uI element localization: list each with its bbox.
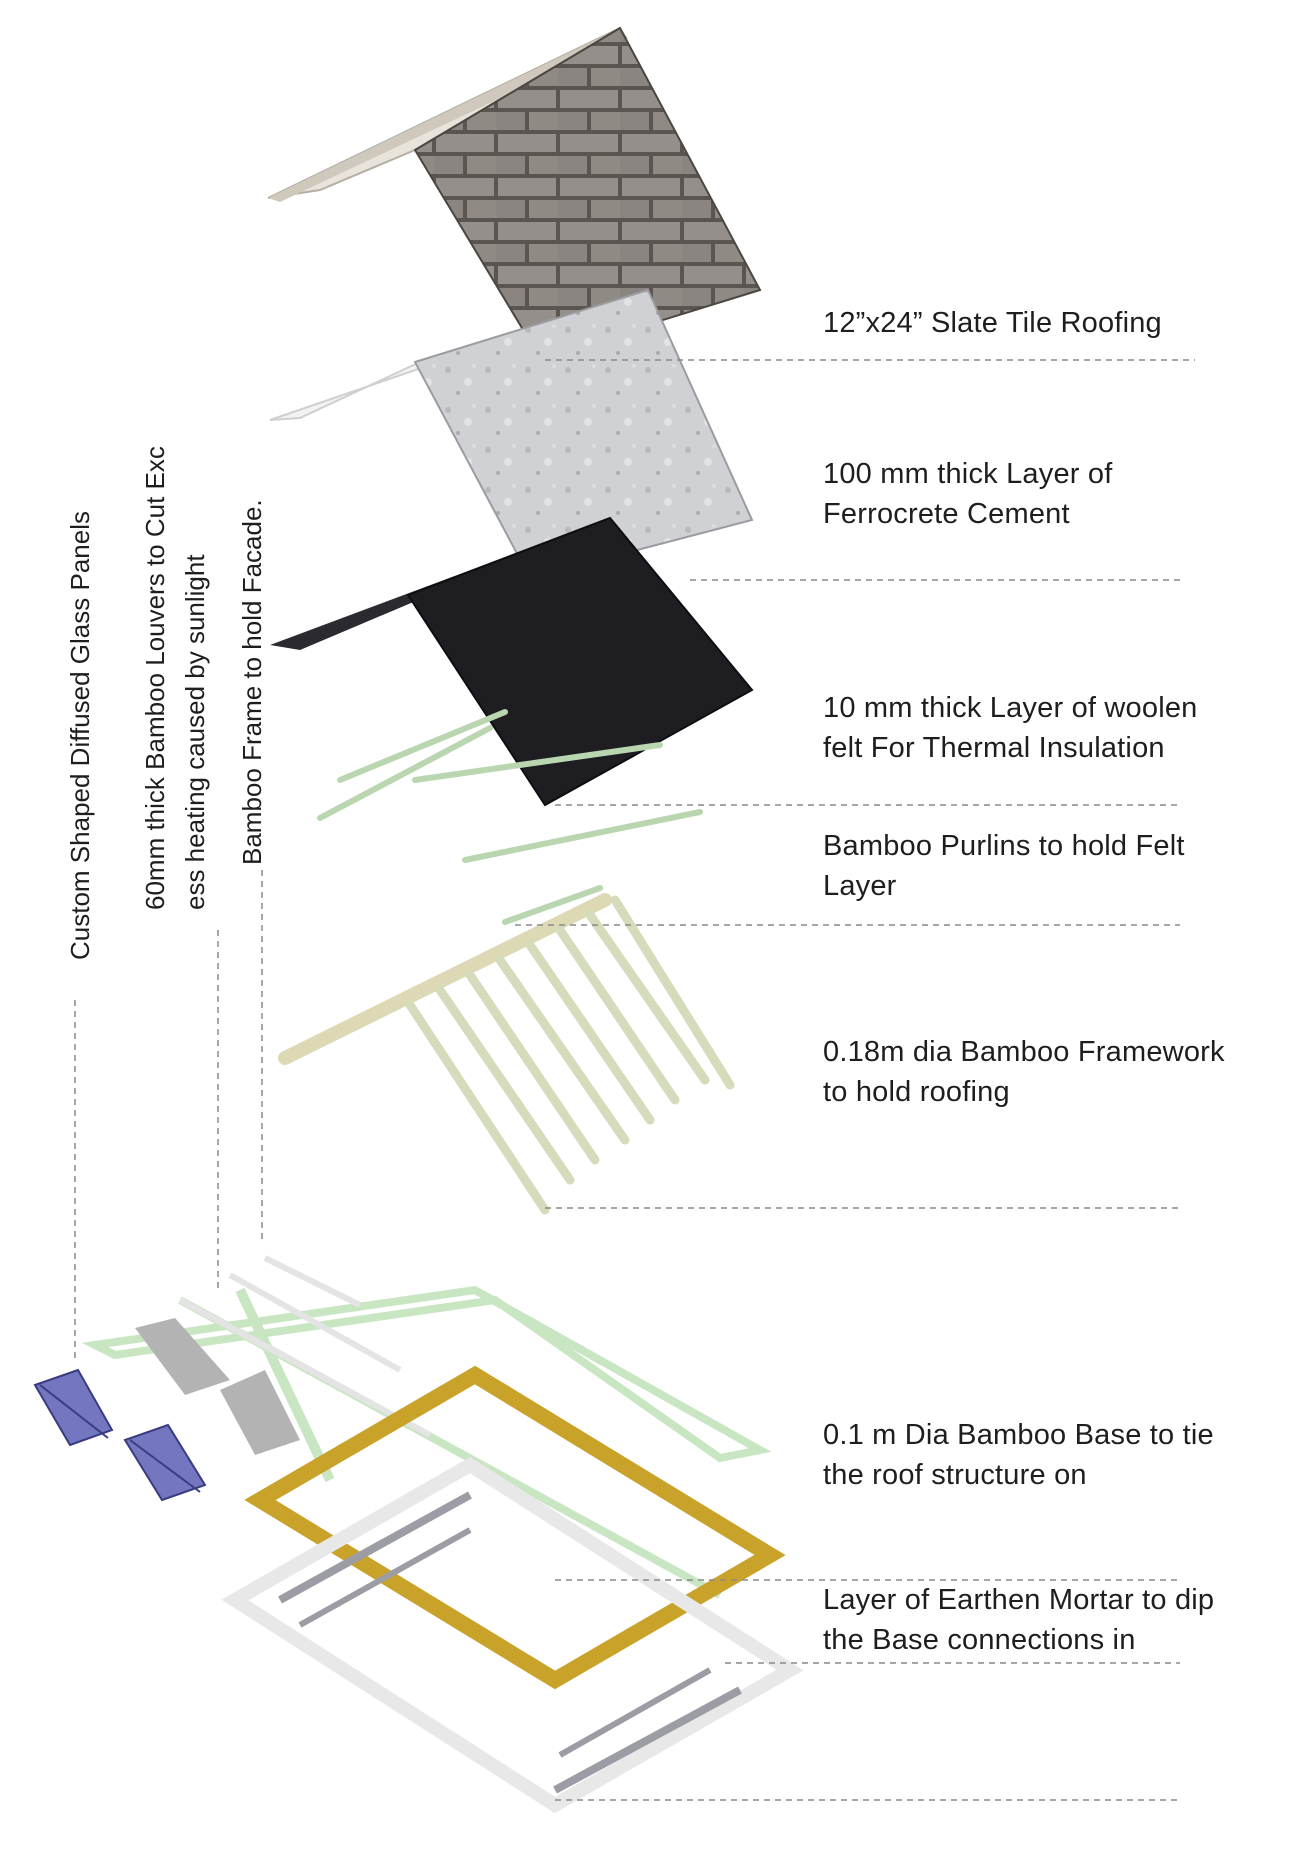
purlin [502,885,603,925]
label-line: 0.1 m Dia Bamboo Base to tie [823,1419,1214,1451]
purlin [462,809,703,863]
label-line: ess heating caused by sunlight [180,554,210,910]
label-glass-panels: Custom Shaped Diffused Glass Panels [60,511,100,960]
slate-roof-left-edge [268,28,628,202]
label-bamboo-base: 0.1 m Dia Bamboo Base to tie the roof st… [823,1415,1214,1495]
label-felt: 10 mm thick Layer of woolen felt For The… [823,688,1198,768]
grey-panel [135,1318,230,1395]
ferrocrete-layer [269,288,754,580]
facade-louvers [178,1255,432,1438]
mortar-outer [221,1456,804,1814]
framework-rafter [555,925,680,1105]
label-slate-tile-roofing: 12”x24” Slate Tile Roofing [823,303,1162,343]
mortar-groove [278,1491,472,1604]
leader-lines [74,359,1195,1801]
facade-post [235,1287,335,1483]
framework-ridge [278,893,612,1065]
framework-rafter [610,895,735,1090]
label-framework: 0.18m dia Bamboo Framework to hold roofi… [823,1032,1225,1112]
glass-panels [33,1368,207,1502]
label-line: Layer [823,870,897,902]
bamboo-base [244,1365,786,1690]
gold-base-frame [244,1365,786,1690]
purlin [337,709,508,783]
framework-rafter [495,955,630,1145]
label-line: the Base connections in [823,1624,1136,1656]
mortar-groove [298,1527,472,1628]
label-louvers: 60mm thick Bamboo Louvers to Cut Exc ess… [135,446,215,910]
facade-grey-panels [135,1318,300,1455]
label-line: Custom Shaped Diffused Glass Panels [65,511,95,960]
mortar-groove [553,1686,742,1794]
label-line: 60mm thick Bamboo Louvers to Cut Exc [140,446,170,910]
purlin [317,725,493,821]
mortar-groove [558,1667,712,1758]
grey-panel [220,1370,300,1455]
glass-panel-diagonal [39,1384,109,1439]
earthen-mortar [221,1456,804,1814]
label-facade-frame: Bamboo Frame to hold Facade. [232,499,272,865]
framework-rafter [525,940,655,1125]
label-line: 0.18m dia Bamboo Framework [823,1036,1225,1068]
label-line: 12”x24” Slate Tile Roofing [823,307,1162,339]
bamboo-framework [278,893,735,1215]
label-line: Ferrocrete Cement [823,498,1070,530]
framework-rafter [465,970,600,1165]
framework-rafter [585,910,710,1085]
ferrocrete-right-slope [413,288,754,580]
glass-panel [33,1368,114,1447]
facade-frame [81,1285,772,1599]
framework-rafter [405,1000,550,1215]
felt-right-slope [406,516,754,807]
label-purlins: Bamboo Purlins to hold Felt Layer [823,826,1185,906]
slate-roof-layer [267,26,762,360]
louver [263,1255,362,1308]
louver [178,1297,432,1438]
label-line: to hold roofing [823,1076,1010,1108]
label-line: Bamboo Frame to hold Facade. [237,499,267,865]
label-line: Layer of Earthen Mortar to dip [823,1584,1215,1616]
label-line: 100 mm thick Layer of [823,458,1113,490]
felt-layer [270,516,754,807]
label-earthen-mortar: Layer of Earthen Mortar to dip the Base … [823,1580,1214,1660]
bamboo-purlins [317,709,703,925]
purlin [412,742,663,783]
slate-roof-right-slope [413,26,762,360]
label-line: 10 mm thick Layer of woolen [823,692,1198,724]
facade-outer-frame [81,1285,772,1463]
label-line: felt For Thermal Insulation [823,732,1165,764]
framework-rafter [435,985,575,1185]
label-line: Bamboo Purlins to hold Felt [823,830,1185,862]
glass-panel [123,1423,207,1502]
label-ferrocrete: 100 mm thick Layer of Ferrocrete Cement [823,454,1113,534]
glass-panel-diagonal [129,1439,201,1493]
label-line: the roof structure on [823,1459,1087,1491]
louver [228,1272,402,1373]
